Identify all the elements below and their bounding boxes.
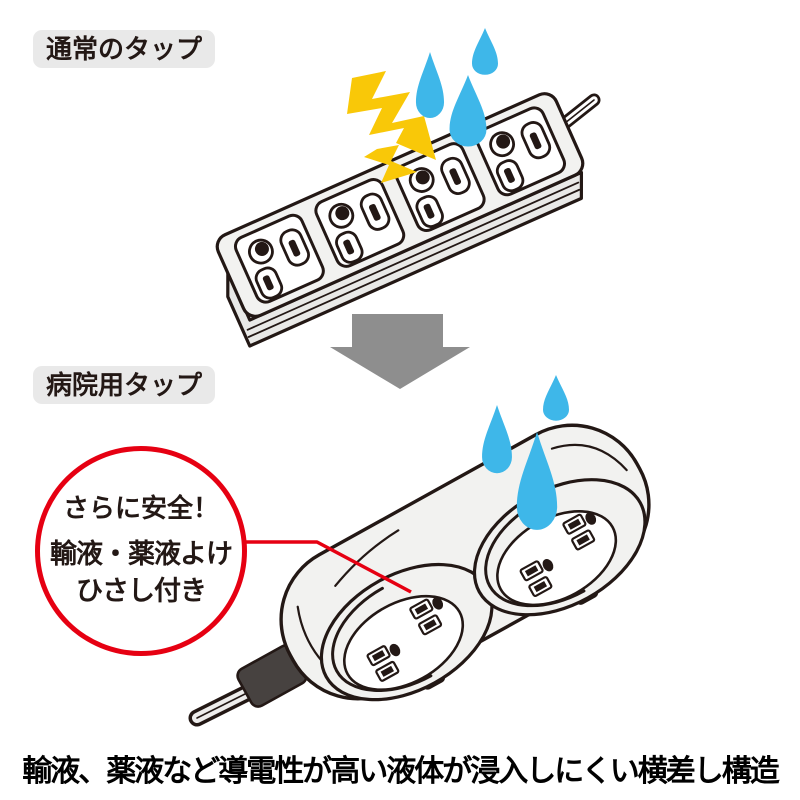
hospital-power-cord: [188, 644, 308, 727]
water-drop-icon: [543, 375, 569, 421]
callout-line-1: さらに安全！: [62, 493, 219, 523]
water-drop-icon: [449, 75, 487, 147]
label-hospital-tap: 病院用タップ: [33, 366, 216, 404]
normal-tap-illustration: [215, 28, 601, 348]
hospital-tap-illustration: [188, 375, 671, 731]
lightning-bolt-icon: [347, 71, 436, 160]
callout-line-2: 輸液・薬液よけ: [50, 539, 233, 569]
callout-circle: さらに安全！ 輸液・薬液よけ ひさし付き: [35, 446, 247, 656]
down-arrow-icon: [330, 314, 470, 389]
label-normal-tap: 通常のタップ: [33, 30, 216, 68]
bottom-caption: 輸液、薬液など導電性が高い液体が浸入しにくい横差し構造: [22, 755, 779, 788]
callout-leader-line: [244, 540, 412, 594]
normal-power-strip: [215, 92, 585, 348]
water-drop-icon: [482, 405, 512, 474]
water-drop-icon: [415, 51, 445, 118]
callout-line-3: ひさし付き: [76, 576, 207, 606]
water-drop-icon: [472, 28, 498, 75]
lightning-bolt-icon: [364, 145, 417, 183]
hospital-strip-body: [279, 423, 671, 731]
